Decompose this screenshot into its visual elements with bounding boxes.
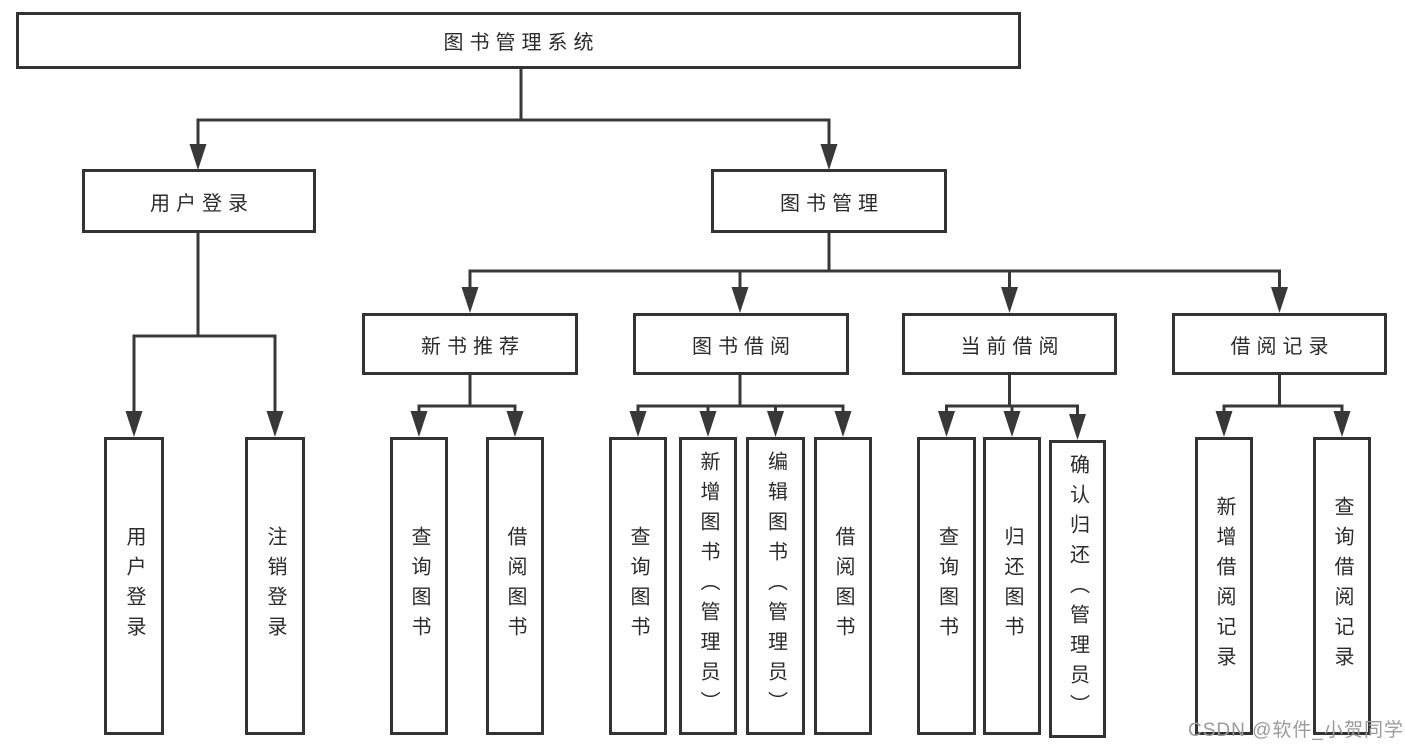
node-new-book-recommend: 新书推荐 bbox=[362, 313, 578, 375]
leaf-add-book-admin: 新增图书（管理员） bbox=[679, 437, 737, 735]
connector-borrow-records-to-leaves bbox=[1222, 375, 1344, 413]
node-label: 当前借阅 bbox=[960, 335, 1065, 358]
leaf-label: 查询图书 bbox=[408, 526, 430, 646]
arrowhead bbox=[1001, 287, 1018, 313]
arrowheads bbox=[125, 144, 1351, 440]
leaf-query-book-recommend: 查询图书 bbox=[390, 437, 448, 735]
leaf-query-book-borrow: 查询图书 bbox=[609, 437, 667, 735]
leaf-label: 查询图书 bbox=[627, 526, 649, 646]
node-label: 图书管理 bbox=[780, 192, 884, 215]
leaf-add-borrow-record: 新增借阅记录 bbox=[1195, 437, 1253, 735]
arrowhead bbox=[731, 287, 749, 313]
connector-book-management-to-level3 bbox=[468, 233, 1281, 289]
arrowhead bbox=[125, 411, 143, 437]
arrowhead bbox=[189, 144, 207, 170]
leaf-borrow-book-recommend: 借阅图书 bbox=[486, 437, 544, 735]
node-label: 借阅记录 bbox=[1230, 335, 1335, 358]
connector-book-borrow-to-leaves bbox=[636, 375, 845, 413]
leaf-label: 借阅图书 bbox=[832, 526, 854, 646]
leaf-borrow-book: 借阅图书 bbox=[814, 437, 872, 735]
arrowhead bbox=[410, 411, 428, 437]
node-user-login: 用户登录 bbox=[82, 169, 316, 233]
arrowhead bbox=[938, 411, 955, 437]
leaf-label: 新增借阅记录 bbox=[1213, 496, 1235, 676]
leaf-confirm-return-admin: 确认归还（管理员） bbox=[1049, 440, 1106, 738]
leaf-return-book: 归还图书 bbox=[983, 437, 1041, 735]
node-current-borrow: 当前借阅 bbox=[902, 313, 1117, 375]
node-label: 新书推荐 bbox=[421, 335, 525, 358]
arrowhead bbox=[506, 411, 524, 437]
arrowhead bbox=[266, 411, 284, 437]
leaf-label: 借阅图书 bbox=[504, 526, 526, 646]
arrowhead bbox=[1003, 411, 1021, 437]
csdn-watermark: CSDN @软件_小贺同学 bbox=[1188, 720, 1404, 741]
node-borrow-records: 借阅记录 bbox=[1172, 313, 1387, 375]
node-root-library-system: 图书管理系统 bbox=[16, 12, 1021, 69]
arrowhead bbox=[699, 411, 717, 437]
leaf-label: 新增图书（管理员） bbox=[697, 451, 719, 721]
node-book-management: 图书管理 bbox=[711, 169, 947, 233]
leaf-label: 编辑图书（管理员） bbox=[764, 451, 787, 721]
node-label: 用户登录 bbox=[150, 192, 254, 215]
node-book-borrow: 图书借阅 bbox=[633, 313, 849, 375]
connector-new-book-recommend-to-leaves bbox=[417, 375, 517, 413]
leaf-edit-book-admin: 编辑图书（管理员） bbox=[746, 437, 805, 735]
arrowhead bbox=[629, 411, 647, 437]
connector-current-borrow-to-leaves bbox=[945, 375, 1079, 416]
arrowhead bbox=[1271, 287, 1288, 313]
leaf-label: 归还图书 bbox=[1001, 526, 1023, 646]
leaf-logout: 注销登录 bbox=[245, 437, 305, 735]
node-label: 图书管理系统 bbox=[443, 32, 600, 54]
arrowhead bbox=[1069, 414, 1086, 440]
connector-root-to-level2 bbox=[196, 68, 831, 146]
leaf-label: 用户登录 bbox=[123, 526, 145, 646]
arrowhead bbox=[834, 411, 852, 437]
leaf-label: 注销登录 bbox=[264, 526, 286, 646]
arrowhead bbox=[1215, 411, 1233, 437]
leaf-label: 确认归还（管理员） bbox=[1066, 454, 1089, 724]
arrowhead bbox=[1333, 411, 1351, 437]
leaf-label: 查询借阅记录 bbox=[1331, 496, 1353, 676]
leaf-query-book-current: 查询图书 bbox=[917, 437, 976, 735]
leaf-label: 查询图书 bbox=[935, 526, 958, 646]
arrowhead bbox=[461, 287, 479, 313]
connector-user-login-to-leaves bbox=[132, 233, 277, 413]
arrowhead bbox=[820, 144, 838, 170]
node-label: 图书借阅 bbox=[692, 335, 796, 358]
leaf-query-borrow-record: 查询借阅记录 bbox=[1313, 437, 1371, 735]
arrowhead bbox=[767, 411, 784, 437]
leaf-user-login: 用户登录 bbox=[104, 437, 164, 735]
